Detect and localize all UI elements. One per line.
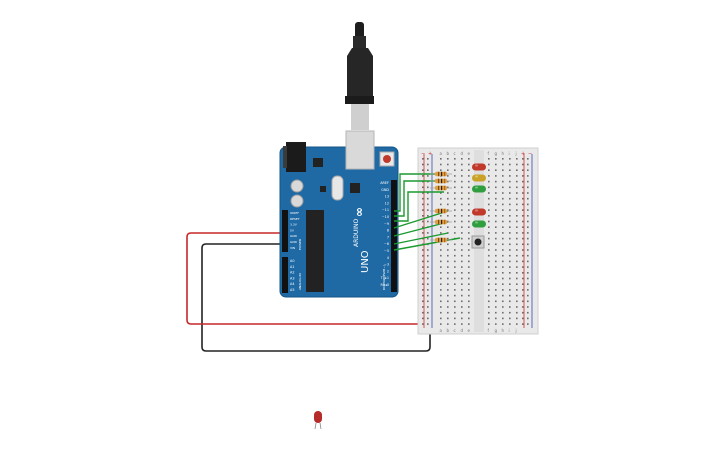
resistor[interactable] — [430, 185, 452, 191]
digital-pin-labels: AREF GND 13 12 ~11 ~10 ~9 8 7 ~6 ~5 4 ~3 2TX▸1RX◂0 — [380, 181, 390, 287]
power-pin-label: IOREF — [290, 211, 299, 215]
arduino-logo: ∞ — [352, 207, 366, 217]
column-letter: c — [454, 328, 456, 333]
resistor[interactable] — [430, 208, 452, 214]
column-letter: b — [447, 328, 450, 333]
breadboard-holes — [422, 158, 529, 325]
column-letter: d — [461, 328, 464, 333]
column-letter: i — [509, 151, 510, 156]
digital-pin-label: TX▸1 — [380, 276, 389, 280]
digital-pin-label: 7 — [387, 235, 389, 239]
column-letter: h — [502, 151, 505, 156]
column-letter: i — [509, 328, 510, 333]
digital-pin-label: ~10 — [382, 215, 389, 219]
column-letter: e — [468, 328, 471, 333]
red-led-1[interactable] — [472, 163, 486, 171]
resistors[interactable] — [430, 171, 452, 243]
resistor[interactable] — [430, 219, 452, 225]
column-letter: g — [495, 328, 498, 333]
column-letter: a — [440, 328, 443, 333]
power-pin-label: 3.3V — [290, 223, 298, 227]
leds[interactable] — [472, 163, 486, 228]
column-letter: j — [515, 151, 517, 156]
power-pin-label: VIN — [290, 246, 295, 250]
rail-sign: + — [521, 151, 525, 157]
digital-pin-label: ~5 — [384, 249, 389, 253]
arduino-model-label: UNO — [360, 250, 371, 273]
yellow-led-1[interactable] — [472, 174, 486, 182]
pushbutton[interactable] — [471, 235, 485, 249]
analog-in-label: ANALOG IN — [298, 273, 302, 290]
analog-pin-label: A3 — [290, 276, 294, 280]
rail-sign: − — [421, 151, 425, 157]
red-wire-5v[interactable] — [186, 232, 424, 325]
analog-header — [282, 257, 288, 293]
digital-pin-label: GND — [381, 188, 389, 192]
green-led-2[interactable] — [472, 220, 486, 228]
resistor[interactable] — [430, 237, 452, 243]
digital-pin-label: ~3 — [384, 263, 389, 267]
column-letter: d — [461, 151, 464, 156]
arduino-uno-board[interactable]: ARDUINO UNO ∞ DIGITAL (PWM~) POWER ANALO… — [279, 130, 399, 298]
digital-pin-label: 8 — [387, 229, 389, 233]
power-header — [282, 210, 288, 252]
rail-sign: + — [428, 151, 432, 157]
column-letter: j — [515, 328, 517, 333]
column-letter: g — [495, 151, 498, 156]
black-wire-gnd[interactable] — [201, 243, 431, 352]
power-jack — [286, 142, 306, 172]
column-letter: c — [454, 151, 456, 156]
resistor[interactable] — [430, 178, 452, 184]
column-letter: h — [502, 328, 505, 333]
analog-pin-label: A0 — [290, 259, 294, 263]
usb-cable[interactable] — [345, 22, 374, 130]
resistor[interactable] — [430, 171, 452, 177]
digital-pin-label: 12 — [385, 201, 389, 205]
analog-pin-label: A4 — [290, 282, 294, 286]
column-letter: f — [488, 151, 490, 156]
power-label: POWER — [298, 239, 302, 250]
power-pin-label: GND — [290, 234, 298, 238]
digital-pin-label: AREF — [380, 181, 389, 185]
column-letter: a — [440, 151, 443, 156]
analog-pin-label: A2 — [290, 271, 294, 275]
digital-pin-label: 13 — [385, 195, 389, 199]
green-signal-wires[interactable] — [393, 173, 461, 251]
digital-pin-label: 4 — [387, 256, 389, 260]
rail-sign: − — [528, 151, 532, 157]
usb-port — [345, 130, 375, 170]
red-led-2[interactable] — [472, 208, 486, 216]
green-led-1[interactable] — [472, 185, 486, 193]
power-pin-label: GND — [290, 240, 298, 244]
analog-pin-label: A5 — [290, 288, 294, 292]
column-letter: f — [488, 328, 490, 333]
power-pin-label: RESET — [290, 217, 300, 221]
digital-label: DIGITAL (PWM~) — [382, 265, 386, 290]
digital-pin-label: ~11 — [382, 208, 389, 212]
power-pin-label: 5V — [290, 228, 295, 232]
analog-pin-label: A1 — [290, 265, 294, 269]
digital-pin-label: 2 — [387, 269, 389, 273]
atmega-chip — [306, 210, 324, 292]
digital-pin-label: ~6 — [384, 242, 389, 246]
loose-red-led[interactable] — [314, 411, 322, 430]
digital-pin-label: RX◂0 — [380, 283, 389, 287]
arduino-brand-label: ARDUINO — [353, 218, 360, 247]
digital-pin-label: ~9 — [384, 222, 389, 226]
column-letter: b — [447, 151, 450, 156]
column-letter: e — [468, 151, 471, 156]
